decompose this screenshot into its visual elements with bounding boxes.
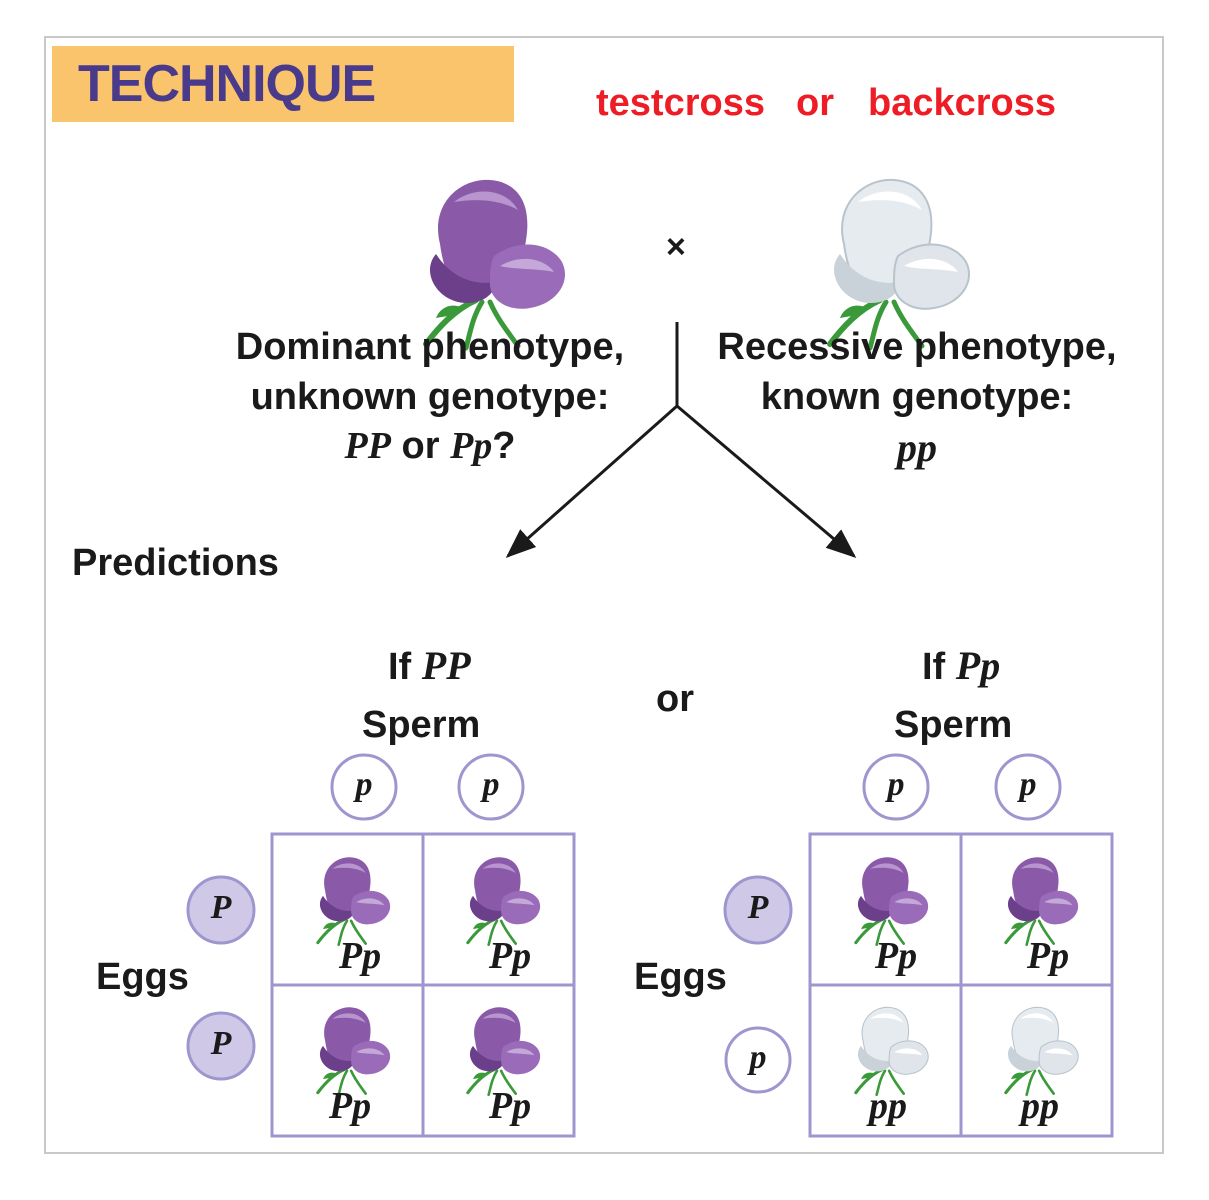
cell-genotype-label: Pp [874,935,918,977]
genotype-or: or [401,425,440,467]
cell-genotype-label: Pp [338,935,382,977]
testcross-label: testcross [596,82,765,124]
middle-or-label: or [656,678,694,720]
sperm-label-left: Sperm [362,704,481,746]
egg-allele-label: P [210,889,232,926]
arrow-left [505,404,678,558]
backcross-label: backcross [868,82,1057,124]
sperm-allele-label: p [355,766,373,803]
predictions-label: Predictions [72,542,279,584]
sperm-allele-label: p [1019,766,1037,803]
sperm-allele-circle [994,753,1062,821]
cell-genotype-label: Pp [1026,935,1070,977]
purple-flower-icon [854,855,930,947]
cell-genotype-label: pp [869,1085,907,1127]
sperm-allele-circle [862,753,930,821]
sperm-allele-label: p [887,766,905,803]
egg-allele-label: P [210,1025,232,1062]
purple-flower-icon [466,1005,542,1097]
purple-flower-icon [426,180,565,348]
genotype-question: ? [492,425,516,467]
right-parent-line2: known genotype: [760,376,1074,418]
arrow-right [676,404,857,558]
eggs-label-left: Eggs [96,956,189,998]
purple-flower-icon [316,1005,392,1097]
egg-allele-circle [186,1011,256,1081]
left-parent-line2: unknown genotype: [250,376,610,418]
eggs-label-right: Eggs [634,956,727,998]
egg-allele-circle [724,1026,792,1094]
purple-flower-icon [466,855,542,947]
right-parent-line1: Recessive phenotype, [717,326,1117,368]
egg-allele-label: p [749,1039,767,1076]
right-parent-genotype: pp [897,425,937,470]
white-flower-icon [830,180,969,348]
egg-allele-circle [186,875,256,945]
punnett-grid-right [808,832,1114,1138]
punnett-grid-left [270,832,576,1138]
genotype-pp-dominant: PP [344,425,391,467]
white-flower-icon [1004,1005,1080,1097]
white-flower-icon [854,1005,930,1097]
sperm-allele-label: p [482,766,500,803]
left-parent-genotypes: PP or Pp? [190,424,670,468]
if-genotype: Pp [955,643,1001,688]
technique-label: TECHNIQUE [78,55,376,113]
purple-flower-icon [316,855,392,947]
purple-flower-icon [1004,855,1080,947]
cross-symbol: × [666,228,686,266]
if-genotype: PP [421,643,471,688]
sperm-label-right: Sperm [894,704,1013,746]
if-word: If [388,646,412,688]
testcross-or-label: or [796,82,834,124]
cell-genotype-label: Pp [328,1085,372,1127]
egg-allele-label: P [747,889,769,926]
cell-genotype-label: Pp [488,935,532,977]
left-parent-line1: Dominant phenotype, [235,326,625,368]
cell-genotype-label: Pp [488,1085,532,1127]
if-word: If [922,646,946,688]
egg-allele-circle [723,875,793,945]
sperm-allele-circle [330,753,398,821]
if-pp-label: If PP [388,642,471,689]
genotype-pp-hetero: Pp [450,425,493,467]
technique-badge: TECHNIQUE [52,46,514,122]
technique-panel [44,36,1164,1154]
sperm-allele-circle [457,753,525,821]
cell-genotype-label: pp [1021,1085,1059,1127]
if-pp-hetero-label: If Pp [922,642,1000,689]
